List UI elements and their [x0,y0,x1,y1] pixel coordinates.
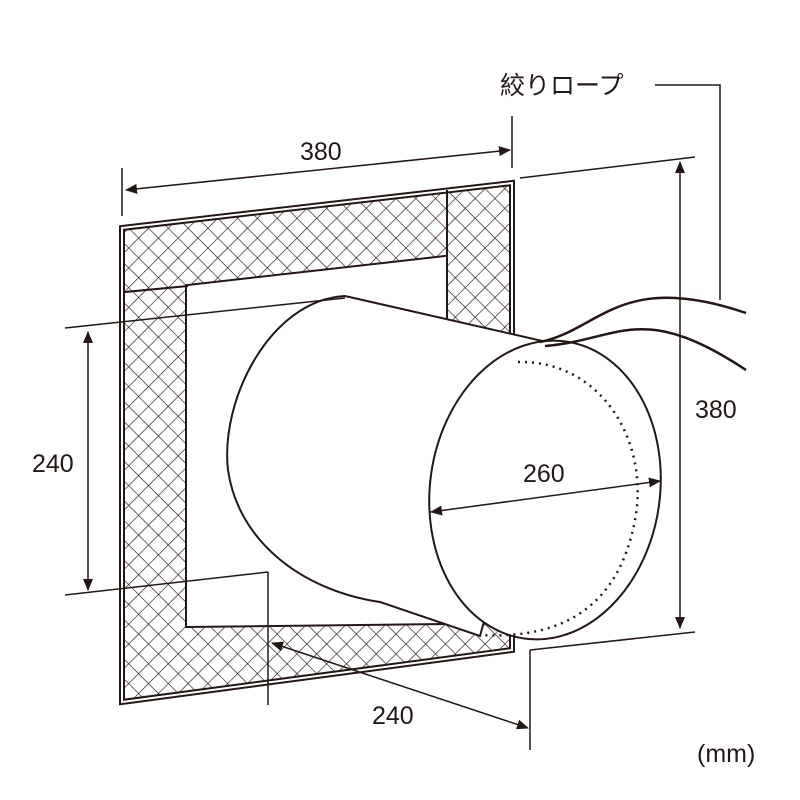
rope [539,84,747,372]
unit-label: (mm) [697,740,756,768]
dimension-lines [64,116,696,750]
duct-diameter-label: 260 [523,460,565,488]
opening-height-label: 240 [32,450,74,478]
width-top-label: 380 [300,138,342,166]
depth-label: 240 [372,702,414,730]
rope-label: 絞りロープ [500,72,624,100]
height-right-label: 380 [695,396,737,424]
